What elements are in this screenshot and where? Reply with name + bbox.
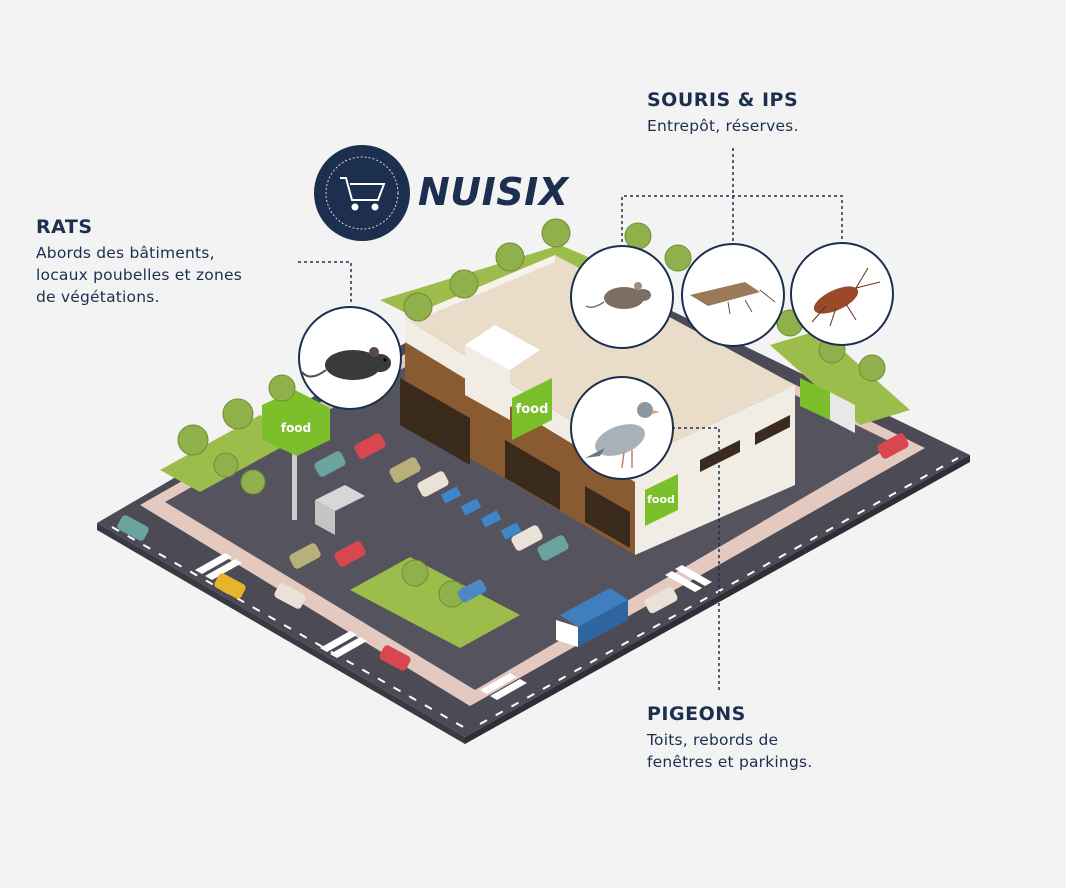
pigeons-label: PIGEONS Toits, rebords de fenêtres et pa… (647, 703, 812, 773)
building-front-wall (405, 318, 635, 555)
shopping-cart-icon (340, 177, 386, 211)
side-food-sign: food (645, 474, 678, 526)
mouse-icon (585, 282, 651, 309)
cars (117, 433, 909, 671)
connector-lines (298, 148, 843, 690)
building-food-sign: food (512, 378, 552, 440)
side-window-2 (755, 415, 790, 445)
pigeons-title: PIGEONS (647, 703, 746, 725)
ground-edge-right (465, 455, 970, 744)
svg-text:food: food (516, 402, 549, 417)
grass-bottom (350, 557, 520, 648)
brand-name: NUISIX (418, 170, 569, 214)
garbage-truck (556, 588, 628, 647)
ground-edge (97, 523, 465, 744)
side-window-1 (700, 440, 740, 472)
shelter (315, 485, 365, 511)
glass-storefront-right (585, 486, 630, 548)
rats-desc-line-2: locaux poubelles et zones (36, 266, 243, 284)
svg-text:food: food (647, 493, 675, 506)
moth-circle (681, 243, 785, 347)
building-side-wall (635, 385, 795, 555)
rats-desc-line-3: de végétations. (36, 288, 160, 306)
grass-right (770, 330, 910, 425)
pigeons-desc-line-1: Toits, rebords de (647, 731, 779, 749)
crosswalks (195, 553, 712, 700)
rat-icon (301, 347, 391, 380)
glass-storefront-mid (505, 440, 560, 510)
pigeons-description: Toits, rebords de fenêtres et parkings. (647, 729, 812, 773)
rat-circle (298, 306, 402, 410)
moth-icon (690, 282, 776, 315)
roof-parapet (405, 255, 555, 322)
souris-desc-line-1: Entrepôt, réserves. (647, 117, 799, 135)
rats-title: RATS (36, 216, 93, 238)
pigeon-icon (585, 402, 660, 469)
mouse-circle (570, 245, 674, 349)
rats-desc-line-1: Abords des bâtiments, (36, 244, 215, 262)
pigeon-circle (570, 376, 674, 480)
cockroach-icon (811, 267, 881, 327)
souris-ips-label: SOURIS & IPS Entrepôt, réserves. (647, 89, 799, 137)
roof-block-front (465, 345, 510, 420)
brand-seal (314, 145, 410, 241)
souris-ips-description: Entrepôt, réserves. (647, 115, 799, 137)
accessible-parking-spaces (440, 486, 522, 540)
cockroach-circle (790, 242, 894, 346)
rats-label: RATS Abords des bâtiments, locaux poubel… (36, 216, 242, 308)
roof-block (465, 325, 540, 370)
pigeons-desc-line-2: fenêtres et parkings. (647, 753, 813, 771)
pylon-food-sign: food (262, 390, 330, 520)
souris-ips-title: SOURIS & IPS (647, 89, 799, 111)
road-markings-left (111, 526, 466, 729)
building-roof (405, 255, 795, 460)
glass-storefront-left (400, 378, 470, 465)
svg-text:food: food (281, 421, 311, 435)
rats-description: Abords des bâtiments, locaux poubelles e… (36, 242, 242, 308)
delivery-truck (800, 378, 855, 433)
shelter-front (315, 500, 335, 535)
